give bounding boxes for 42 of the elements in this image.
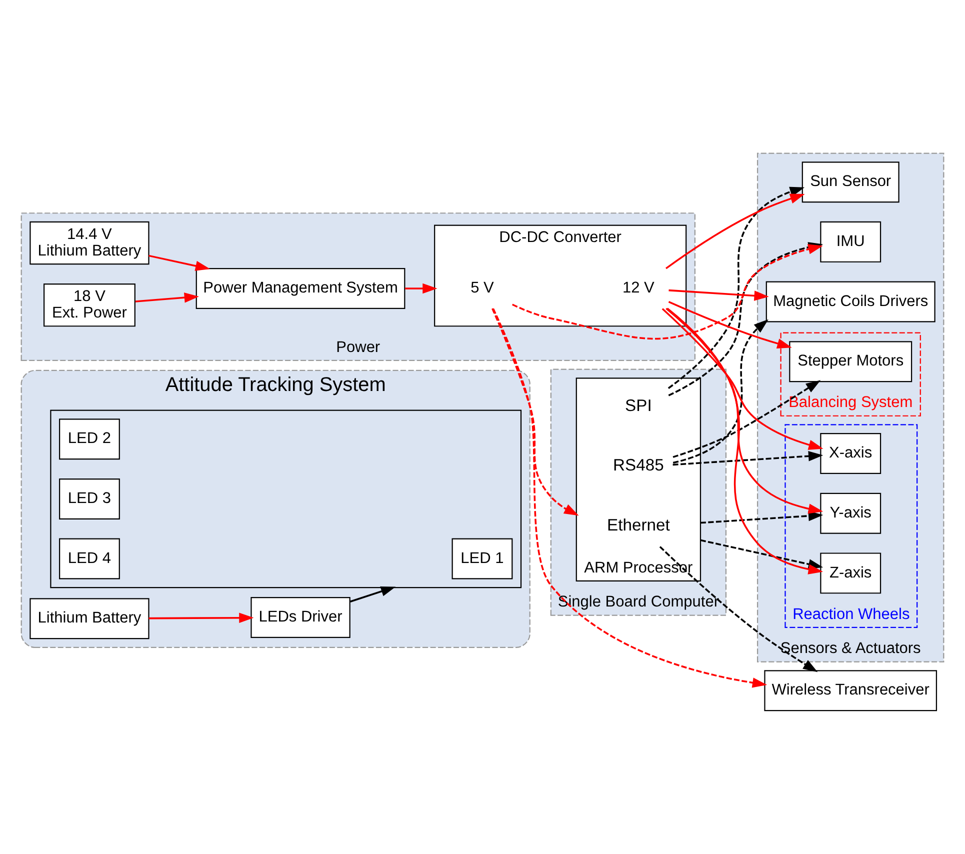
node-text: 12 V <box>622 279 654 296</box>
node-box: LED 1 <box>452 538 513 579</box>
cluster <box>50 409 522 588</box>
node-box: Sun Sensor <box>802 161 900 202</box>
node-text: 5 V <box>470 279 494 296</box>
node-box: IMU <box>820 220 882 262</box>
arrow <box>135 292 199 302</box>
arrow <box>666 193 805 269</box>
arrow <box>350 586 396 602</box>
arrow <box>662 308 824 450</box>
node-box: X-axis <box>820 432 882 474</box>
arrow <box>492 308 768 688</box>
arrow <box>659 546 818 672</box>
arrow <box>148 254 210 270</box>
node-box: Stepper Motors <box>789 340 912 382</box>
node-box: 14.4 V Lithium Battery <box>30 220 150 264</box>
node-box: Magnetic Coils Drivers <box>766 280 936 322</box>
arrow <box>700 510 824 524</box>
node-box: Y-axis <box>820 492 882 534</box>
node-box: LED 3 <box>59 478 120 519</box>
arrow <box>668 288 769 300</box>
node-box: LEDs Driver <box>250 596 350 638</box>
arrow <box>672 450 824 466</box>
arrow <box>672 380 821 458</box>
node-text: Ethernet <box>607 515 670 534</box>
node-box: Lithium Battery <box>30 598 150 639</box>
node-box: 18 V Ext. Power <box>44 282 136 326</box>
arrow <box>405 282 438 294</box>
arrow <box>512 244 823 340</box>
node-box: Power Management System <box>196 267 406 308</box>
arrow <box>668 300 792 348</box>
node-text: RS485 <box>613 455 664 474</box>
arrow <box>148 612 254 622</box>
node-box: LED 2 <box>59 418 120 460</box>
arrow <box>668 186 805 388</box>
node-box: Z-axis <box>820 552 882 594</box>
arrow <box>666 307 824 514</box>
arrow <box>672 318 768 464</box>
arrow <box>492 308 579 516</box>
node-text: SPI <box>625 395 652 414</box>
node-box: Wireless Transreceiver <box>764 670 938 711</box>
node-box: LED 4 <box>59 538 120 579</box>
